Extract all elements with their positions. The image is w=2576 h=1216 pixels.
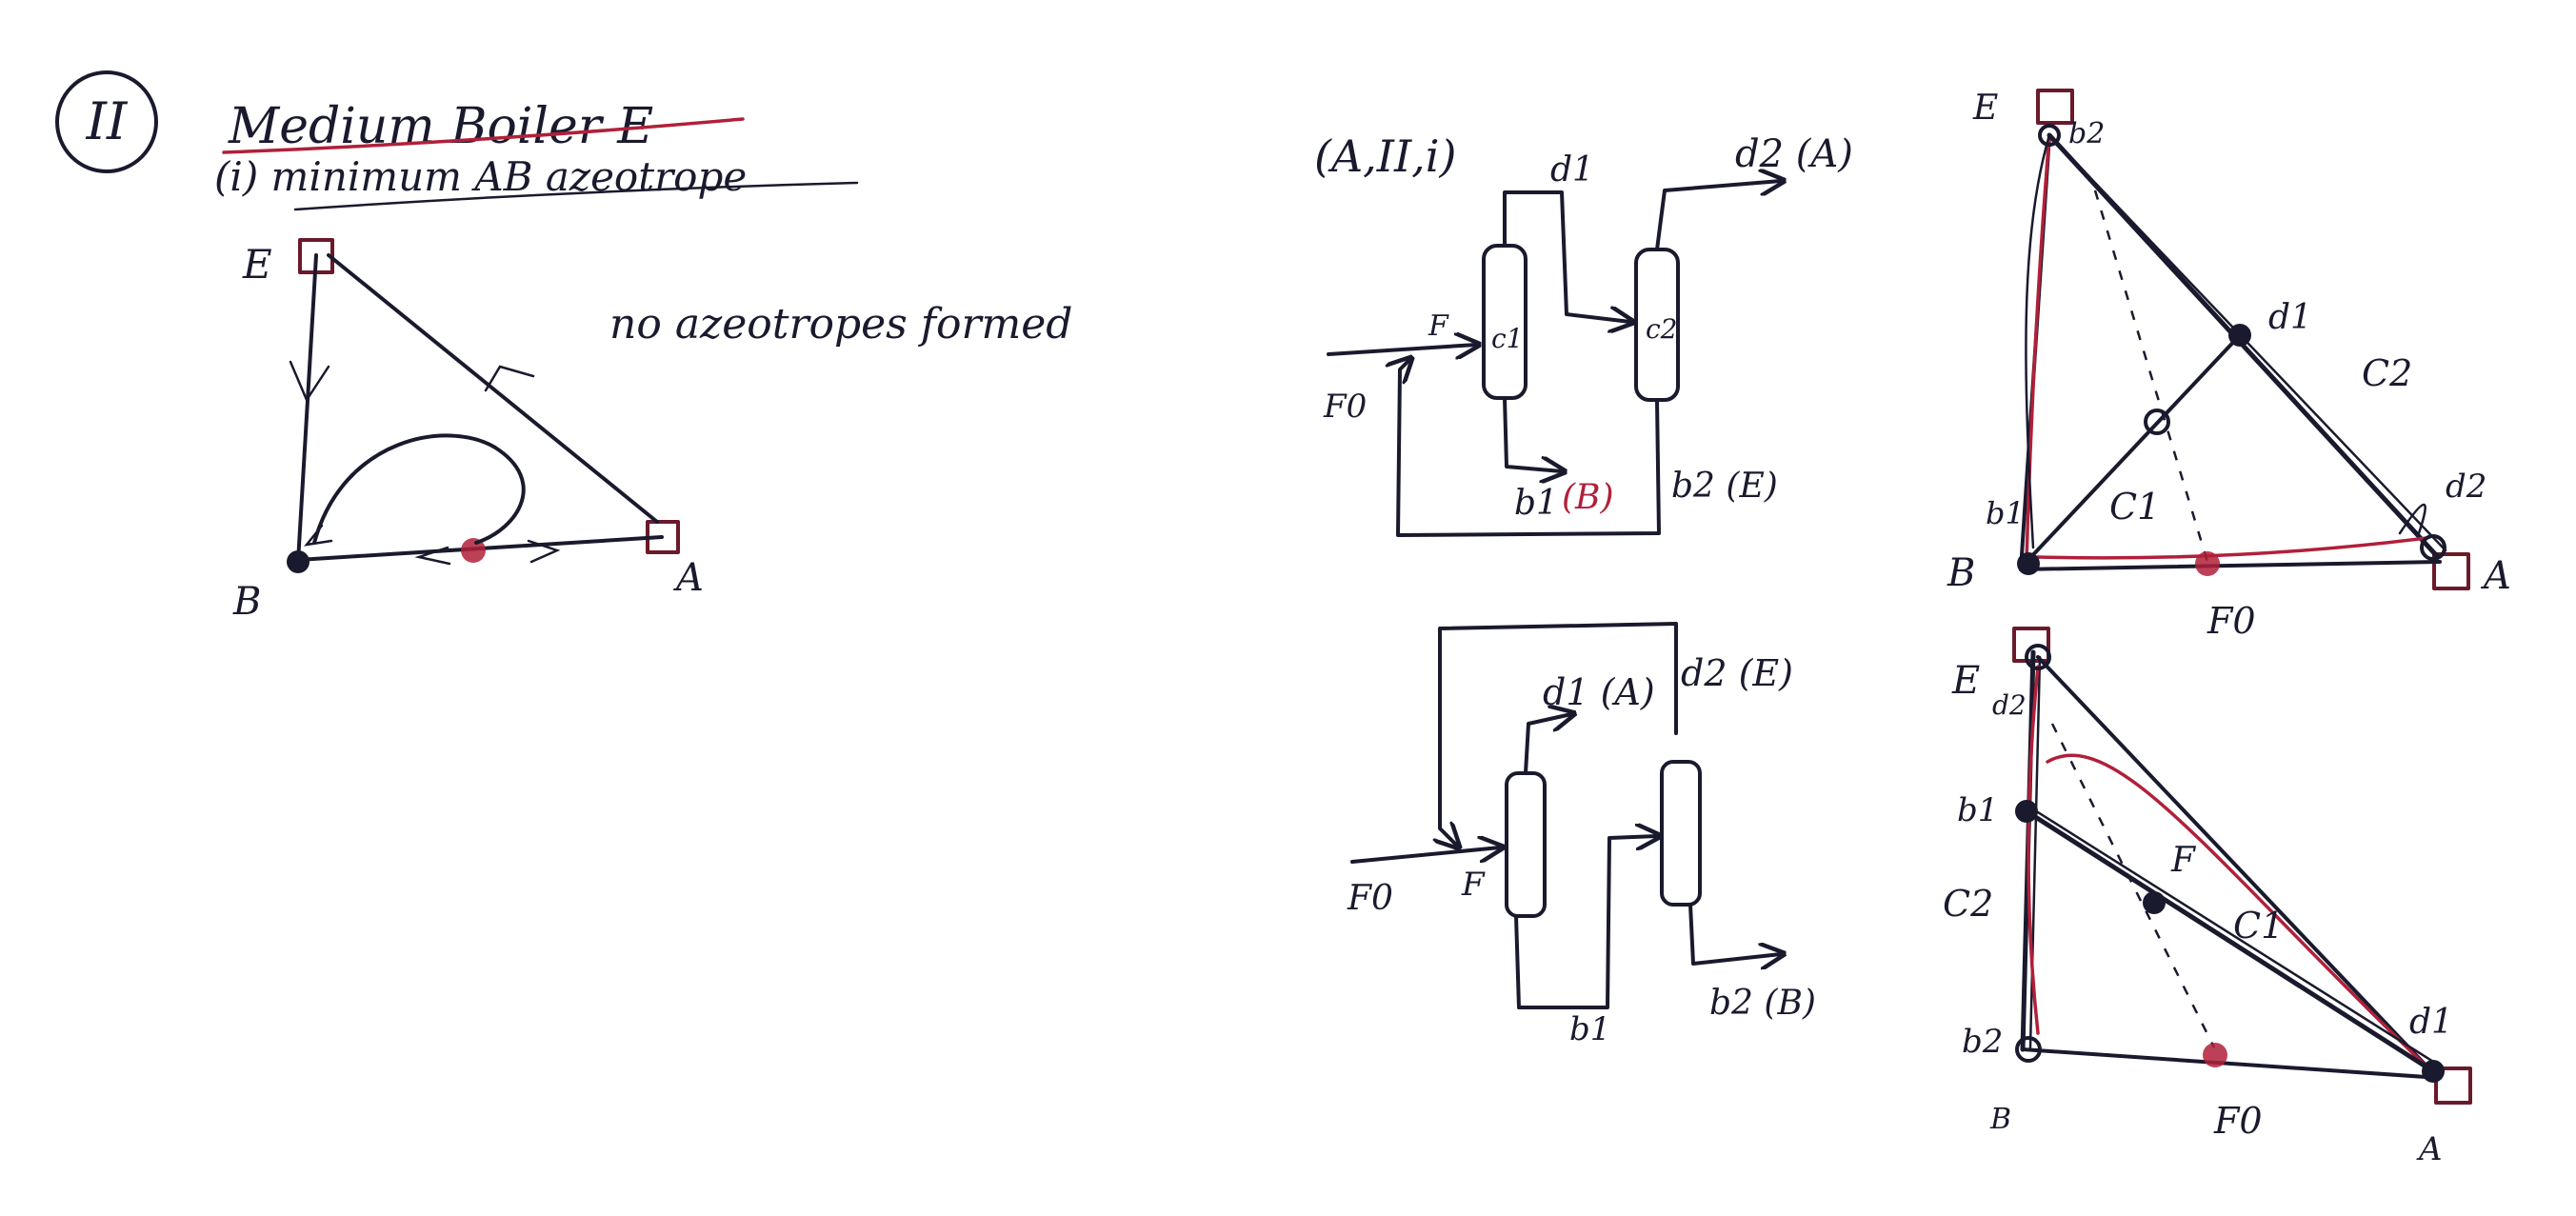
stream-f0-label-2: F0 [1347, 879, 1393, 918]
t3-node-f [2143, 891, 2166, 914]
t3-node-f0 [2203, 1043, 2227, 1067]
t2-label-b1: b1 [1986, 495, 2025, 531]
stream-d1 [1505, 192, 1630, 322]
t3-label-f: F [2170, 841, 2197, 880]
stream-d1-2 [1526, 714, 1571, 773]
t2-label-c1: C1 [2109, 486, 2160, 528]
header: II Medium Boiler E (i) minimum AB azeotr… [57, 72, 857, 209]
t3-label-f0: F0 [2213, 1100, 2263, 1142]
t3-node-b1 [2015, 800, 2038, 823]
t2-node-f0 [2195, 551, 2220, 576]
flowsheet-1: (A,II,i) c1 c2 d1 d2 (A) F F0 b1 (B) b2 … [1314, 130, 1853, 535]
stream-b2-2 [1690, 905, 1781, 964]
t3-label-c1: C1 [2233, 905, 2284, 947]
stream-b1-label: b1 [1514, 484, 1558, 523]
t2-label-a: A [2480, 554, 2511, 598]
t2-node-d1 [2228, 324, 2251, 347]
t2-balance-c1 [2027, 335, 2240, 562]
azeotrope-note: no azeotropes formed [609, 300, 1072, 349]
edge-e-a [329, 255, 657, 522]
t2-label-d1: d1 [2268, 298, 2312, 337]
t2-label-e: E [1972, 89, 1998, 128]
t2-label-f0: F0 [2207, 600, 2256, 642]
t3-label-e: E [1951, 659, 1980, 703]
t2-label-b2: b2 [2068, 117, 2105, 150]
t3-balance-c1 [2027, 811, 2433, 1071]
residue-curve-arrow [307, 526, 331, 545]
stream-d2-label-2: d2 (E) [1681, 652, 1793, 694]
t3-node-d1 [2422, 1060, 2445, 1083]
t2-label-b: B [1947, 551, 1975, 595]
flowsheet-tag: (A,II,i) [1314, 130, 1456, 182]
stream-d2 [1657, 181, 1781, 249]
column-1-fs2 [1507, 773, 1545, 916]
t3-label-c2: C2 [1943, 883, 1993, 925]
page-title: Medium Boiler E [228, 98, 653, 155]
t3-label-b2: b2 [1962, 1023, 2003, 1061]
residue-map-1: E B A no azeotropes formed [232, 240, 1072, 624]
section-numeral: II [86, 91, 129, 151]
label-a: A [672, 556, 704, 600]
stream-b1-2 [1516, 836, 1657, 1007]
t3-edge-b-a [2023, 1049, 2440, 1078]
t3-label-d1: d1 [2409, 1003, 2453, 1042]
stream-feed-label: F [1428, 309, 1449, 343]
stream-b1 [1505, 398, 1562, 471]
residue-curve [314, 435, 524, 543]
edge-e-b [298, 255, 316, 562]
column-c2-label: c2 [1646, 313, 1678, 345]
t2-edge-b-a [2021, 562, 2440, 569]
column-c1 [1484, 246, 1526, 398]
t2-label-d2: d2 [2446, 468, 2486, 506]
t2-residue-red [2038, 538, 2426, 558]
t2-label-c2: C2 [2362, 352, 2412, 394]
stream-f-label-2: F [1461, 866, 1486, 904]
stream-d2-label: d2 (A) [1735, 132, 1853, 176]
t2-node-b1 [2017, 552, 2040, 575]
t3-label-b1: b1 [1957, 791, 1998, 829]
column-2-fs2 [1662, 762, 1700, 905]
t2-edge-e-a [2049, 135, 2438, 557]
recycle-d2 [1440, 624, 1676, 846]
stream-b1-product: (B) [1562, 478, 1614, 517]
stream-b2-label: b2 (E) [1671, 467, 1778, 506]
stream-b1-label-2: b1 [1569, 1010, 1610, 1048]
column-c1-label: c1 [1491, 323, 1524, 354]
stream-feed-2 [1352, 847, 1500, 862]
page-subtitle: (i) minimum AB azeotrope [214, 153, 747, 200]
material-balance-map-2: E d2 b1 C2 F C1 b2 B d1 F0 A [1943, 628, 2470, 1168]
label-b: B [232, 580, 261, 624]
label-e: E [242, 241, 272, 288]
t2-vertex-e-square [2038, 90, 2072, 123]
stream-feed [1328, 345, 1476, 354]
t3-label-a: A [2416, 1130, 2443, 1168]
t3-label-d2: d2 [1992, 689, 2027, 721]
stream-d1-label-2: d1 (A) [1543, 671, 1655, 713]
stream-f0-label: F0 [1323, 388, 1367, 426]
stream-b2-label-2: b2 (B) [1709, 984, 1816, 1023]
t3-distillation-boundary [2052, 724, 2214, 1047]
stream-d1-label: d1 [1550, 150, 1594, 189]
t3-label-b: B [1989, 1103, 2011, 1136]
t3-edge-e-a [2038, 657, 2436, 1076]
material-balance-map-1: E b2 d1 C2 d2 b1 C1 B F0 A [1947, 89, 2511, 642]
flowsheet-2: d2 (E) d1 (A) F0 F b1 b2 (B) [1347, 624, 1816, 1048]
